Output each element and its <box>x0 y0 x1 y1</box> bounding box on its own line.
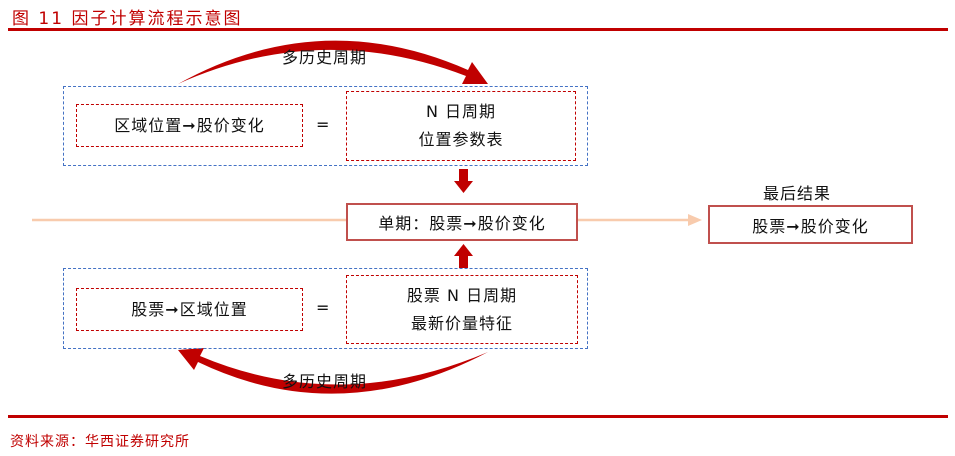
figure-title: 图 11 因子计算流程示意图 <box>12 9 243 29</box>
top-loop-label: 多历史周期 <box>282 48 368 67</box>
bottom-divider <box>8 415 948 418</box>
single-period-box: 单期：股票➞股价变化 <box>346 203 578 241</box>
top-equals: = <box>316 115 330 134</box>
result-label: 最后结果 <box>763 184 832 203</box>
result-text: 股票➞股价变化 <box>752 216 869 236</box>
bottom-right-line2: 最新价量特征 <box>410 313 513 333</box>
source-note: 资料来源：华西证券研究所 <box>10 434 190 450</box>
top-left-box: 区域位置➞股价变化 <box>76 104 303 147</box>
top-right-box: N 日周期 位置参数表 <box>346 91 576 161</box>
top-right-line1: N 日周期 <box>425 102 497 121</box>
bottom-loop-label: 多历史周期 <box>282 372 368 391</box>
top-loop-arrow-icon <box>178 40 488 84</box>
result-box: 股票➞股价变化 <box>708 205 913 244</box>
top-right-line2: 位置参数表 <box>418 130 504 149</box>
bottom-left-box-text: 股票➞区域位置 <box>131 299 248 319</box>
single-period-text: 单期：股票➞股价变化 <box>378 214 546 233</box>
down-arrow-icon <box>454 169 473 193</box>
top-left-box-text: 区域位置➞股价变化 <box>114 115 265 135</box>
up-arrow-icon <box>454 244 473 268</box>
top-divider <box>8 28 948 31</box>
bottom-group <box>63 268 588 349</box>
bottom-loop-arrow-icon <box>178 348 488 394</box>
bottom-right-line1: 股票 N 日周期 <box>406 285 518 305</box>
bottom-left-box: 股票➞区域位置 <box>76 288 303 331</box>
bottom-right-box: 股票 N 日周期 最新价量特征 <box>346 275 578 344</box>
flow-arrowhead-icon <box>688 214 702 226</box>
bottom-equals: = <box>316 298 330 317</box>
top-group <box>63 86 588 166</box>
